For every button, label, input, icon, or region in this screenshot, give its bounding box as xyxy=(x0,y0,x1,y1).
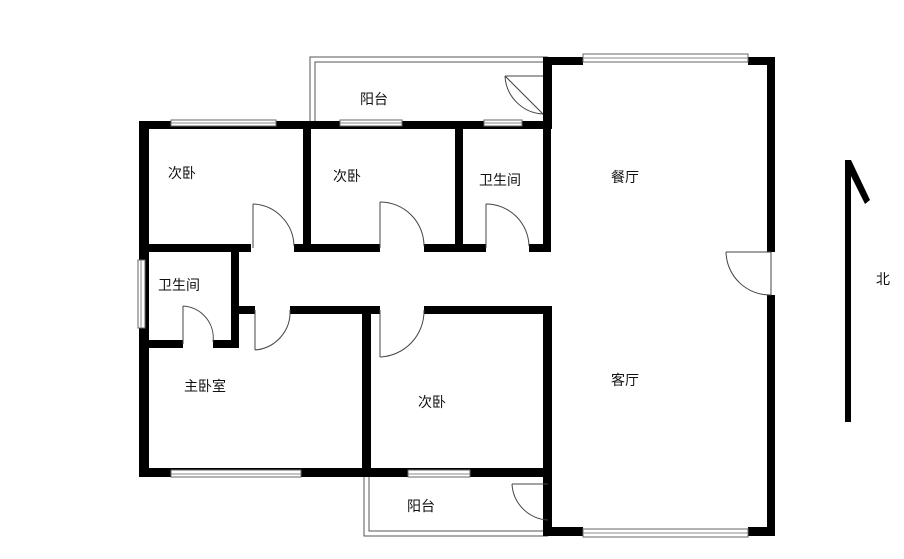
room-label-dining: 餐厅 xyxy=(611,170,639,186)
balcony-top-outline xyxy=(309,56,548,125)
room-label-living: 客厅 xyxy=(611,372,639,389)
room-label-balcony-bottom: 阳台 xyxy=(407,499,435,515)
room-label-bedroom-upper-mid: 次卧 xyxy=(333,169,361,185)
room-label-bedroom-lower: 次卧 xyxy=(418,395,446,411)
balcony-bottom-outline xyxy=(363,468,548,537)
balcony-top-outline-inner xyxy=(314,61,548,125)
room-label-balcony-top: 阳台 xyxy=(360,92,388,108)
room-label-bathroom-left: 卫生间 xyxy=(158,278,200,294)
windows xyxy=(137,53,749,538)
room-label-bedroom-upper-left: 次卧 xyxy=(168,166,196,182)
north-arrow-icon xyxy=(845,160,870,422)
doors xyxy=(182,75,772,521)
balcony-bottom-outline-inner xyxy=(368,468,548,532)
room-label-bathroom-upper: 卫生间 xyxy=(479,173,521,189)
room-label-master-bedroom: 主卧室 xyxy=(184,378,226,395)
compass-label: 北 xyxy=(876,272,890,288)
interior-walls xyxy=(139,121,552,477)
